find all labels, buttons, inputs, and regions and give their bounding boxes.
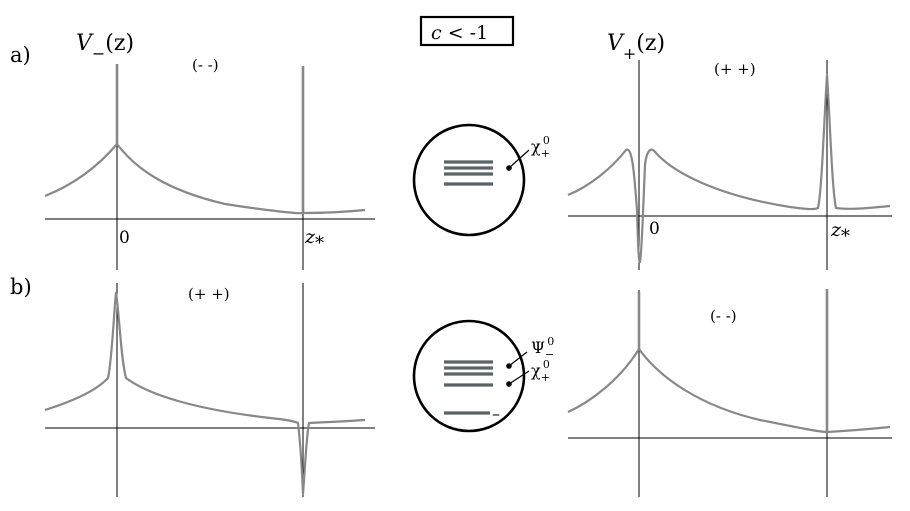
pointer-line-chi-b	[508, 370, 530, 385]
tick-zstar-left-sub: *	[315, 233, 324, 254]
condition-variable: c	[431, 22, 442, 44]
plot-a-right: V+(z) (+ +) 0 z*	[567, 31, 892, 270]
pointer-line-a	[508, 149, 530, 169]
plot-b-right: (- -)	[567, 289, 892, 497]
tick-zstar-right: z	[830, 219, 842, 241]
condition-frame	[419, 15, 515, 47]
svg-text:Ψ−0: Ψ−0	[531, 335, 554, 361]
plot-a-left: V−(z) (- -) 0 z*	[44, 31, 375, 270]
mode-diagram-b: – Ψ−0 χ+0	[412, 319, 554, 433]
parity-a-left: (- -)	[192, 56, 219, 74]
parity-a-right: (+ +)	[714, 60, 756, 78]
tick-zstar-left: z	[304, 226, 316, 248]
tick-zero-right: 0	[649, 219, 660, 239]
parity-b-left: (+ +)	[188, 285, 230, 303]
label-chi-a: χ	[531, 137, 541, 156]
svg-text:χ+0: χ+0	[531, 358, 550, 384]
label-psi-b: Ψ	[531, 338, 545, 357]
panel-label-a: a)	[10, 43, 31, 67]
svg-text:c < -1: c < -1	[431, 22, 488, 44]
potential-label-left-arg: (z)	[105, 31, 134, 56]
pointer-line-psi	[508, 351, 528, 367]
label-chi-b-sub: +	[541, 371, 550, 384]
potential-label-left: V	[76, 31, 94, 56]
label-minus-b: –	[492, 404, 500, 423]
plot-b-left: (+ +)	[44, 283, 375, 497]
label-chi-b-sup: 0	[543, 358, 550, 371]
svg-text:V+(z): V+(z)	[607, 31, 665, 63]
svg-text:χ+0: χ+0	[531, 134, 550, 160]
potential-label-right-sub: +	[623, 44, 636, 63]
circle-b	[412, 319, 526, 433]
potential-label-right: V	[607, 31, 625, 56]
curve-b-left	[44, 291, 366, 496]
mode-diagram-a: χ+0	[412, 123, 550, 237]
parity-b-right: (- -)	[710, 307, 737, 325]
condition-text: < -1	[442, 22, 489, 44]
potential-label-left-sub: −	[92, 44, 105, 63]
circle-a	[412, 123, 526, 237]
tick-zero-left: 0	[119, 228, 130, 248]
svg-text:z*: z*	[304, 226, 324, 254]
tick-zstar-right-sub: *	[841, 226, 850, 247]
potential-label-right-arg: (z)	[636, 31, 665, 56]
label-psi-b-sup: 0	[547, 335, 554, 348]
curve-b-right	[567, 347, 891, 434]
curve-a-left	[44, 142, 366, 215]
svg-text:V−(z): V−(z)	[76, 31, 134, 63]
label-chi-b: χ	[531, 361, 541, 380]
panel-label-b: b)	[10, 275, 32, 299]
svg-text:z*: z*	[830, 219, 850, 247]
condition-box: c < -1	[419, 15, 515, 47]
label-chi-a-sup: 0	[543, 134, 550, 147]
label-psi-b-sub: −	[545, 348, 554, 361]
curve-a-right	[567, 73, 891, 264]
label-chi-a-sub: +	[541, 147, 550, 160]
